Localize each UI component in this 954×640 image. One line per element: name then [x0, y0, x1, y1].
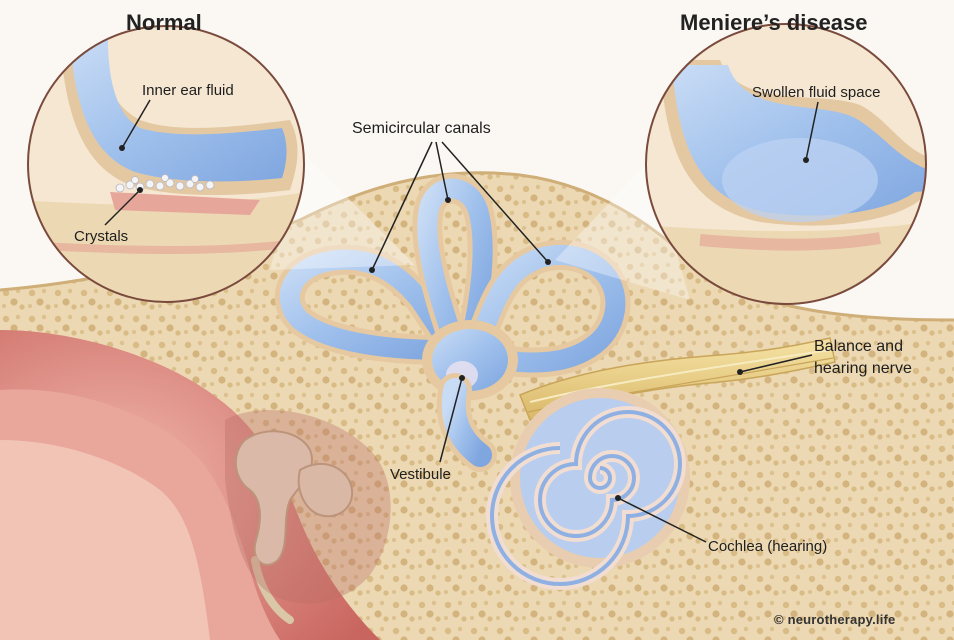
crystals-label: Crystals — [74, 228, 129, 245]
semicircular-canals — [274, 173, 631, 378]
vestibule-label: Vestibule — [390, 466, 451, 483]
inner-ear-fluid-label: Inner ear fluid — [142, 82, 234, 99]
leader-lines — [371, 141, 813, 543]
normal-title: Normal — [126, 10, 202, 35]
swollen-fluid-space-label: Swollen fluid space — [752, 84, 881, 101]
cochlea-label: Cochlea (hearing) — [708, 538, 828, 555]
cochlea — [486, 388, 690, 590]
credit-text: © neurotherapy.life — [774, 612, 896, 627]
balance-nerve-label-2: hearing nerve — [814, 360, 912, 377]
balance-nerve-label-1: Balance and — [814, 338, 903, 355]
vestibule — [422, 320, 518, 472]
disease-title: Meniere’s disease — [680, 10, 868, 35]
ossicles — [234, 430, 354, 624]
disease-inset — [645, 23, 927, 305]
semicircular-canals-label: Semicircular canals — [352, 120, 491, 137]
